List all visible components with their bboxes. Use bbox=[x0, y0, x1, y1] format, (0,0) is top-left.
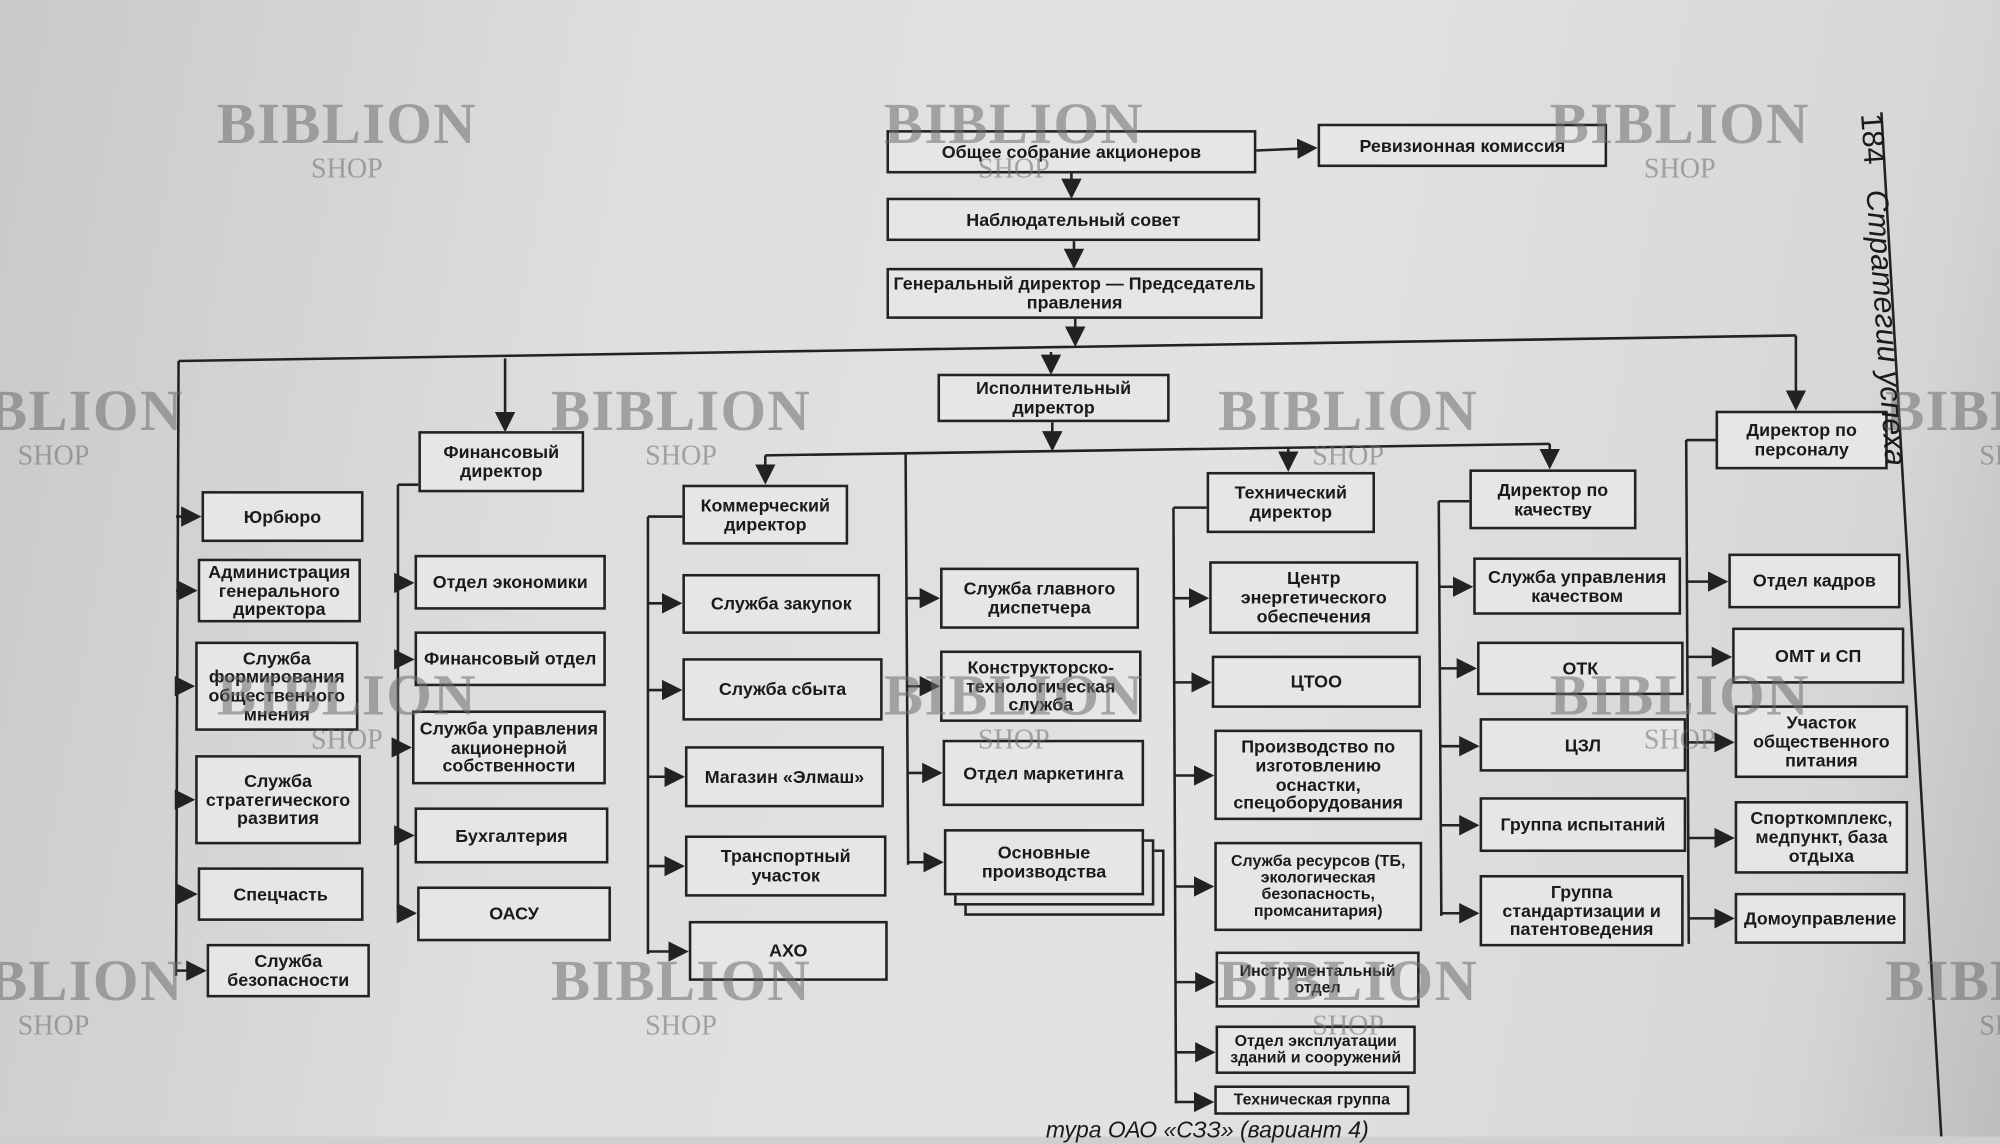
org-box-legal: Юрбюро bbox=[201, 491, 364, 543]
org-box-tool-dept: Инструментальный отдел bbox=[1215, 951, 1420, 1008]
org-box-elmash-store: Магазин «Элмаш» bbox=[684, 746, 884, 808]
figure-caption: тура ОАО «СЗЗ» (вариант 4) bbox=[1045, 1117, 1369, 1143]
org-box-tech-group: Техническая группа bbox=[1214, 1085, 1410, 1115]
org-box-technical-director: Технический директор bbox=[1206, 471, 1375, 534]
org-box-procurement: Служба закупок bbox=[682, 573, 881, 634]
connector bbox=[1880, 112, 1943, 1137]
org-box-design-tech: Конструкторско-технологическая служба bbox=[940, 650, 1142, 722]
org-box-standards-group: Группа стандартизации и патентоведения bbox=[1479, 874, 1684, 947]
org-box-marketing: Отдел маркетинга bbox=[942, 739, 1145, 807]
org-box-energy-center: Центр энергетического обеспечения bbox=[1209, 561, 1419, 634]
connector bbox=[178, 334, 1796, 363]
org-box-resources-service: Служба ресурсов (ТБ, экологическая безоп… bbox=[1214, 841, 1423, 932]
org-box-housing: Домоуправление bbox=[1734, 892, 1906, 944]
connector bbox=[1684, 440, 1691, 944]
org-box-catering: Участок общественного питания bbox=[1734, 705, 1909, 779]
org-box-quality-director: Директор по качеству bbox=[1469, 469, 1637, 530]
org-box-finance-dept: Финансовый отдел bbox=[414, 631, 606, 687]
connector bbox=[1437, 501, 1443, 916]
org-box-commercial-director: Коммерческий директор bbox=[682, 484, 849, 545]
connector bbox=[765, 442, 1550, 457]
page-number: 184 bbox=[1853, 112, 1892, 166]
org-box-supervisory-board: Наблюдательный совет bbox=[886, 197, 1261, 242]
org-box-executive-director: Исполнительный директор bbox=[937, 373, 1170, 423]
org-box-pr-service: Служба формирования общественного мнения bbox=[195, 641, 359, 731]
org-box-audit-commission: Ревизионная комиссия bbox=[1317, 123, 1608, 168]
org-box-security-service: Служба безопасности bbox=[206, 943, 370, 998]
org-box-shareholding-service: Служба управления акционерной собственно… bbox=[411, 710, 606, 785]
org-box-quality-mgmt: Служба управления качеством bbox=[1473, 557, 1682, 615]
org-box-sports-complex: Спорткомплекс, медпункт, база отдыха bbox=[1734, 801, 1909, 874]
connector bbox=[1172, 507, 1178, 1104]
org-box-economics-dept: Отдел экономики bbox=[414, 554, 606, 610]
connector bbox=[1256, 138, 1318, 159]
org-box-buildings-dept: Отдел эксплуатации зданий и сооружений bbox=[1215, 1025, 1416, 1074]
org-box-main-production: Основные производства bbox=[943, 829, 1145, 896]
org-box-ceo: Генеральный директор — Председатель прав… bbox=[886, 267, 1263, 319]
org-box-ceo-admin: Администрация генерального директора bbox=[197, 558, 361, 623]
org-box-special-unit: Спецчасть bbox=[197, 867, 364, 921]
org-box-omt-sp: ОМТ и СП bbox=[1732, 627, 1905, 684]
org-box-oasu: ОАСУ bbox=[417, 886, 611, 942]
org-box-tooling-production: Производство по изготовлению оснастки, с… bbox=[1214, 729, 1423, 821]
connector bbox=[904, 454, 910, 865]
org-box-hr-director: Директор по персоналу bbox=[1715, 410, 1888, 470]
org-box-strategy-service: Служба стратегического развития bbox=[195, 755, 361, 845]
org-box-dispatcher: Служба главного диспетчера bbox=[940, 567, 1140, 629]
org-box-sales: Служба сбыта bbox=[682, 658, 883, 721]
org-box-aho: АХО bbox=[688, 920, 888, 981]
org-box-transport: Транспортный участок bbox=[684, 835, 887, 897]
org-box-personnel-dept: Отдел кадров bbox=[1728, 553, 1901, 609]
org-box-ctoo: ЦТОО bbox=[1211, 655, 1421, 708]
org-box-czl: ЦЗЛ bbox=[1479, 718, 1687, 772]
org-box-accounting: Бухгалтерия bbox=[414, 807, 609, 864]
org-box-otk: ОТК bbox=[1477, 641, 1684, 696]
connector bbox=[174, 360, 180, 976]
org-box-general-meeting: Общее собрание акционеров bbox=[886, 130, 1257, 174]
org-box-testing-group: Группа испытаний bbox=[1479, 797, 1687, 853]
org-box-financial-director: Финансовый директор bbox=[418, 431, 585, 493]
